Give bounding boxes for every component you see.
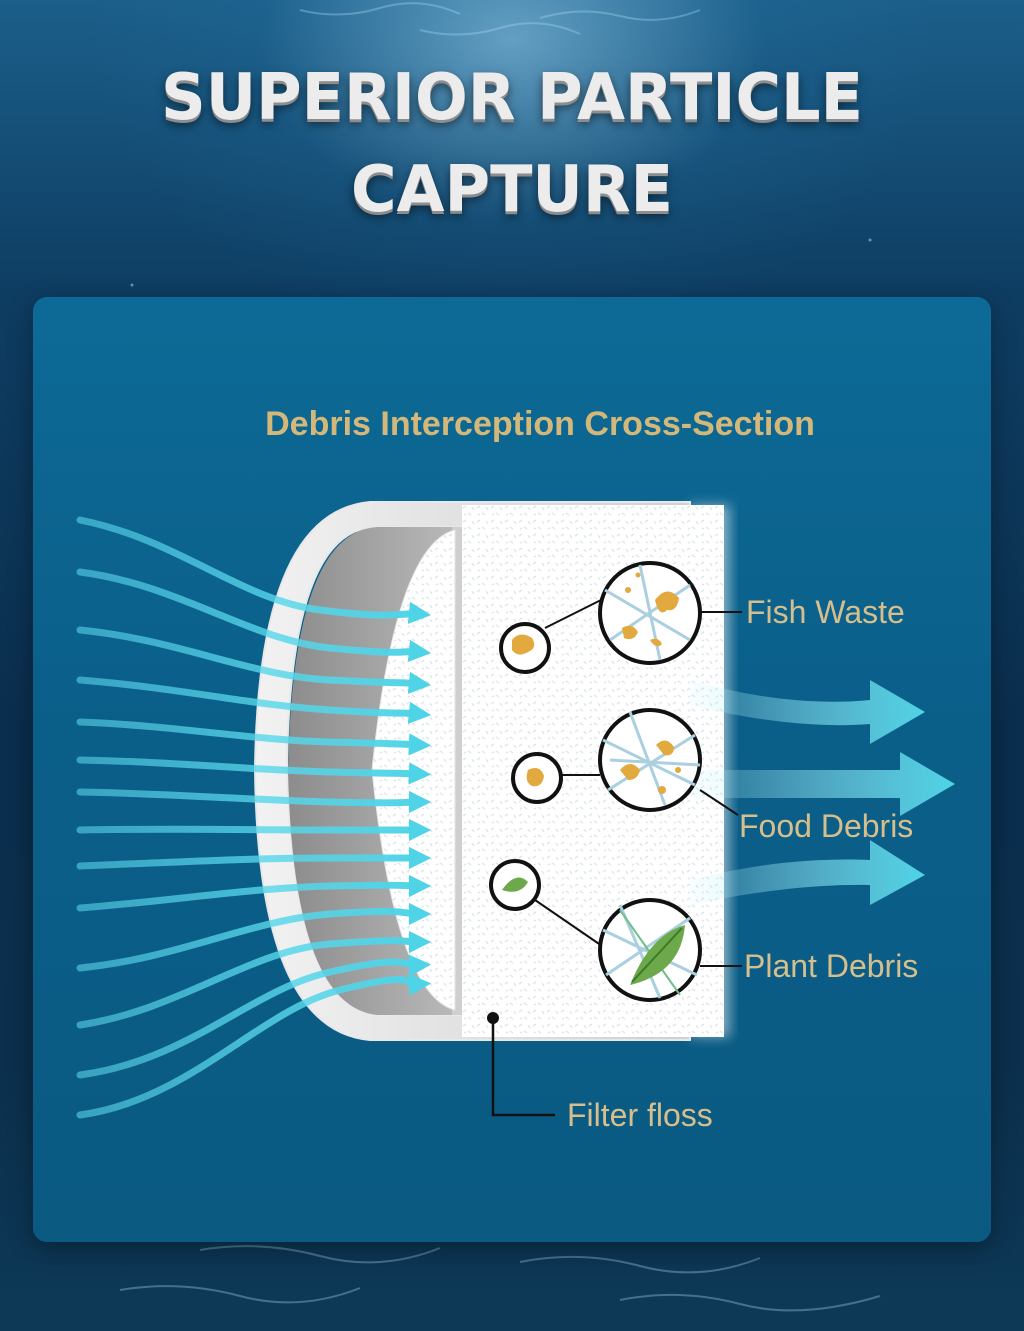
inflow-arrow (76, 676, 432, 725)
inflow-arrow (76, 626, 432, 695)
inflow-arrow (76, 846, 432, 870)
outflow-arrows (690, 680, 955, 905)
diagram-title: Debris Interception Cross-Section (265, 405, 815, 443)
fish-waste-callout (499, 561, 742, 674)
outflow-arrow (690, 752, 955, 816)
inflow-arrow (76, 568, 432, 663)
inflow-arrow (76, 902, 432, 972)
plant-debris-label: Plant Debris (744, 948, 919, 984)
inflow-arrow (76, 788, 432, 814)
inflow-arrow (76, 930, 432, 1029)
inflow-arrow (76, 516, 432, 625)
inflow-arrows (76, 516, 432, 1119)
inflow-arrow (76, 756, 432, 785)
outflow-arrow (690, 680, 925, 744)
food-debris-callout (511, 708, 739, 816)
outflow-arrow (690, 840, 925, 905)
filter-floss-callout (487, 1012, 555, 1117)
headline-line-2: CAPTURE (350, 153, 674, 227)
inflow-arrow (76, 874, 432, 912)
fish-waste-label: Fish Waste (746, 594, 905, 630)
headline-line-1: SUPERIOR PARTICLE (161, 61, 863, 135)
plant-debris-callout (489, 859, 742, 1002)
inflow-arrow (76, 818, 432, 842)
inflow-arrow (76, 718, 432, 756)
food-debris-label: Food Debris (739, 808, 914, 844)
inflow-arrow (76, 973, 432, 1119)
inflow-arrow (76, 954, 432, 1079)
filter-floss-label: Filter floss (567, 1097, 713, 1133)
headline: SUPERIOR PARTICLE CAPTURE (15, 52, 1008, 236)
